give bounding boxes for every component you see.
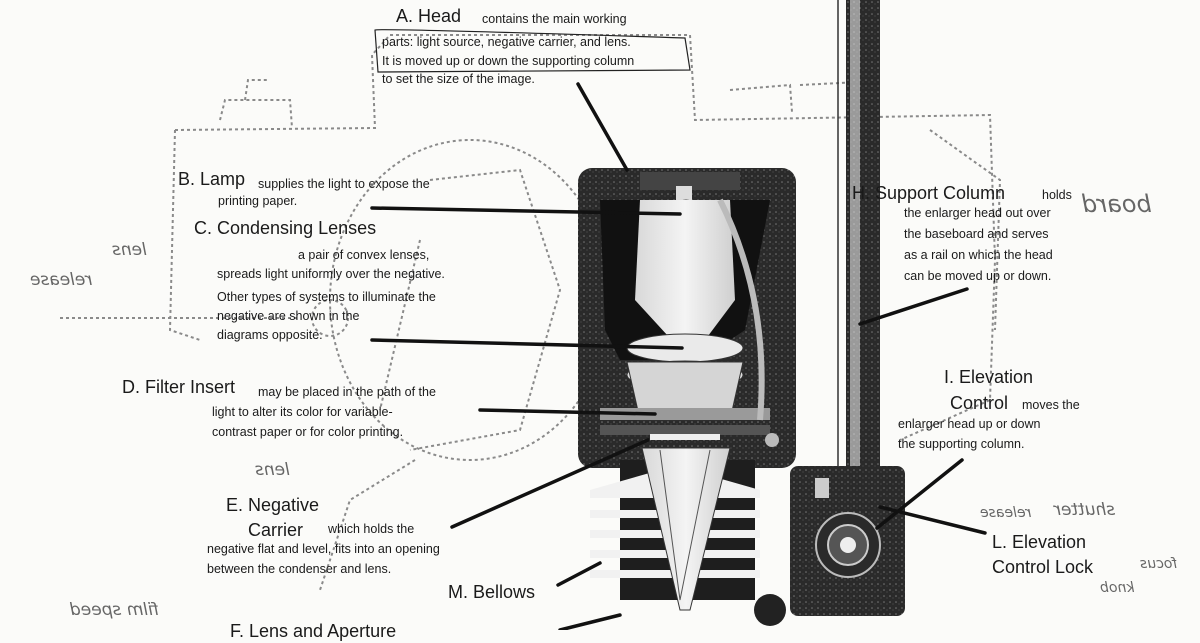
head-desc-4: to set the size of the image. <box>382 72 535 86</box>
elevation-control-title-2: Control <box>950 393 1009 413</box>
lamp-desc-1: supplies the light to expose the <box>258 177 430 191</box>
bellows <box>590 447 760 611</box>
handwritten-release-right: release <box>980 505 1032 521</box>
condensing-desc-1: a pair of convex lenses, <box>298 248 430 262</box>
head-desc-1: contains the main working <box>482 12 627 26</box>
head-title: A. Head <box>396 6 462 26</box>
condensing-desc-3: Other types of systems to illuminate the <box>217 290 436 304</box>
support-column <box>837 0 880 480</box>
filter-insert-title: D. Filter Insert <box>122 377 236 397</box>
negative-carrier-desc-3: between the condenser and lens. <box>207 562 392 576</box>
handwritten-lens-mid: lens <box>255 460 290 480</box>
elevation-control-desc-3: the supporting column. <box>898 437 1025 451</box>
condensing-desc-5: diagrams opposite. <box>217 328 323 342</box>
enlarger-diagram: A. Head contains the main working parts:… <box>30 0 1178 641</box>
elevation-control-housing <box>754 466 905 626</box>
handwritten-film-speed: film speed <box>70 600 160 620</box>
condensing-desc-4: negative are shown in the <box>217 309 360 323</box>
support-column-title: H. Support Column <box>852 183 1006 203</box>
handwritten-focus: focus <box>1140 556 1178 572</box>
elevation-control-desc-2: enlarger head up or down <box>898 417 1041 431</box>
negative-carrier-title-2: Carrier <box>248 520 304 540</box>
lamp-desc-2: printing paper. <box>218 194 298 208</box>
elevation-control-desc-1: moves the <box>1022 398 1080 412</box>
head-desc-3: It is moved up or down the supporting co… <box>382 54 635 68</box>
negative-carrier-desc-2: negative flat and level, fits into an op… <box>207 542 440 556</box>
handwritten-knob: knob <box>1100 580 1135 596</box>
lamp-title: B. Lamp <box>178 169 246 189</box>
head-desc-2: parts: light source, negative carrier, a… <box>382 35 631 49</box>
handwritten-shutter: shutter <box>1054 500 1116 520</box>
lens-aperture-title: F. Lens and Aperture <box>230 621 397 641</box>
condensing-desc-2: spreads light uniformly over the negativ… <box>217 267 445 281</box>
condensing-lenses-title: C. Condensing Lenses <box>194 218 377 238</box>
leader-lines <box>370 82 987 630</box>
negative-carrier-desc-1: which holds the <box>328 522 415 536</box>
handwritten-board: board <box>1082 190 1152 218</box>
support-column-desc-5: can be moved up or down. <box>904 269 1052 283</box>
elevation-lock-title-1: L. Elevation <box>992 532 1087 552</box>
enlarger-head <box>578 168 796 468</box>
negative-carrier-title-1: E. Negative <box>226 495 320 515</box>
diagram-artwork <box>60 0 1002 630</box>
handwritten-release: release <box>30 270 93 290</box>
elevation-control-title-1: I. Elevation <box>944 367 1034 387</box>
handwritten-lens-top: lens <box>112 240 147 260</box>
support-column-desc-1: holds <box>1042 188 1072 202</box>
elevation-lock-title-2: Control Lock <box>992 557 1094 577</box>
filter-desc-3: contrast paper or for color printing. <box>212 425 404 439</box>
support-column-desc-4: as a rail on which the head <box>904 248 1053 262</box>
support-column-desc-2: the enlarger head out over <box>904 206 1051 220</box>
support-column-desc-3: the baseboard and serves <box>904 227 1049 241</box>
filter-desc-2: light to alter its color for variable- <box>212 405 393 419</box>
bellows-title: M. Bellows <box>448 582 536 602</box>
filter-desc-1: may be placed in the path of the <box>258 385 436 399</box>
